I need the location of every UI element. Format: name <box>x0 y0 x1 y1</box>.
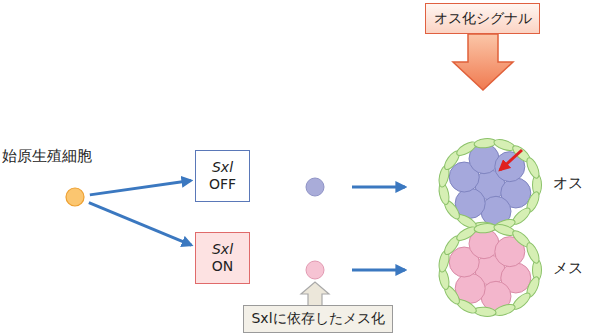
somatic-cell <box>474 306 497 317</box>
node-title: Sxlに依存したメス化 <box>251 310 384 328</box>
male-germ-cell <box>306 178 324 196</box>
somatic-cell <box>474 138 497 149</box>
gonad-cell <box>455 188 485 218</box>
gene-state-box: SxlON <box>195 232 250 284</box>
cell-outline <box>65 187 85 207</box>
somatic-cell <box>474 223 497 234</box>
female-germ-cell <box>306 261 324 279</box>
node-title: オス化シグナル <box>434 10 532 28</box>
signal-pointer <box>500 150 522 170</box>
flow-arrow <box>352 269 405 272</box>
sex-label: メス <box>553 259 583 278</box>
somatic-cell <box>524 241 541 265</box>
somatic-cell <box>493 302 517 317</box>
node-title: Sxl <box>212 159 233 177</box>
gonad-clusters <box>437 137 541 317</box>
primordial-germ-cell: 始原生殖細胞 <box>65 187 85 207</box>
signal-block-arrow <box>453 34 513 90</box>
sex-label: オス <box>553 174 583 193</box>
flow-arrow <box>352 186 405 189</box>
cell-heading: 始原生殖細胞 <box>2 147 92 166</box>
node-body: OFF <box>209 176 236 194</box>
signal-box: オス化シグナル <box>425 3 540 34</box>
somatic-cell <box>524 156 541 180</box>
feminization-box: Sxlに依存したメス化 <box>243 305 393 333</box>
flow-arrow <box>90 180 191 194</box>
gonad-cell <box>455 273 485 303</box>
gene-state-box: SxlOFF <box>195 150 250 202</box>
flow-arrow <box>89 203 191 245</box>
node-title: Sxl <box>212 241 233 259</box>
node-body: ON <box>212 258 234 276</box>
feminization-block-arrow <box>301 282 329 306</box>
